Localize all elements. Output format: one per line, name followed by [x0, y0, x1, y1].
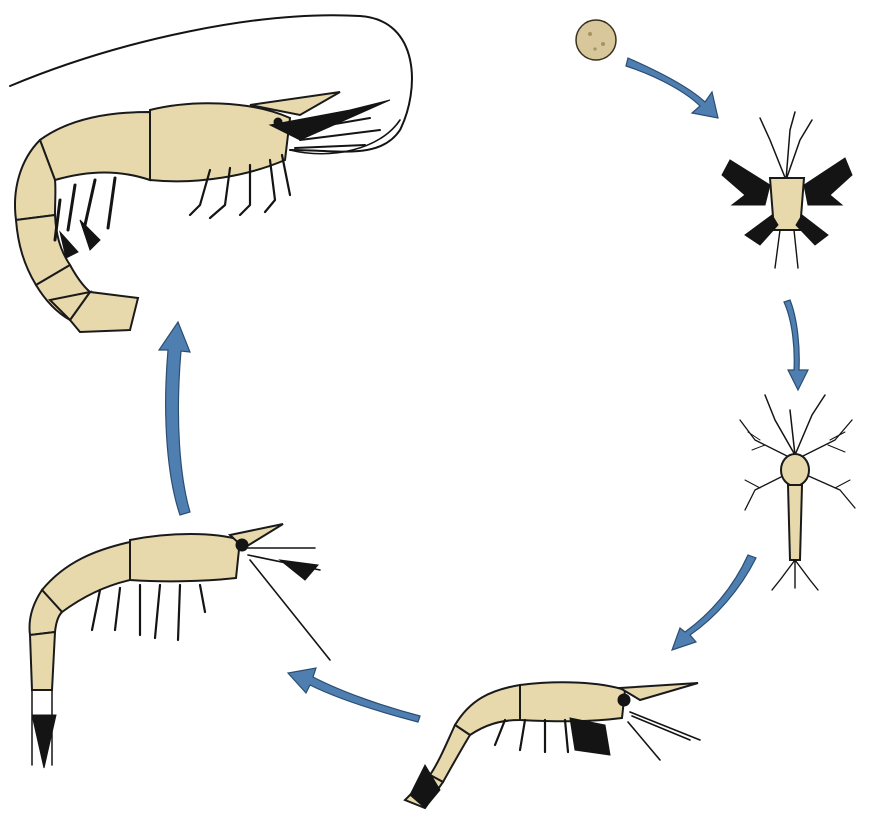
- arrow-nauplius-to-zoea: [784, 300, 808, 390]
- zoea-larva-icon: [740, 395, 855, 590]
- arrow-zoea-to-mysis: [672, 555, 756, 650]
- arrow-mysis-to-postlarva: [288, 668, 420, 722]
- egg-icon: [576, 20, 616, 60]
- mysis-larva-icon: [405, 682, 700, 808]
- arrow-egg-to-nauplius: [626, 58, 718, 118]
- nauplius-larva-icon: [722, 112, 852, 268]
- arrow-postlarva-to-adult: [159, 322, 190, 515]
- adult-shrimp-icon: [10, 15, 412, 332]
- postlarva-shrimp-icon: [30, 524, 331, 768]
